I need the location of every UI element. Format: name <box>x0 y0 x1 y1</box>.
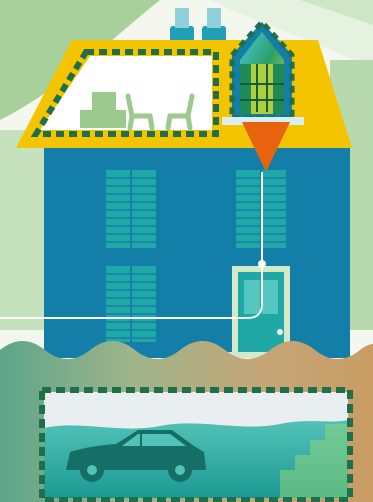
house-wall <box>44 148 350 358</box>
basement-garage <box>42 390 350 500</box>
